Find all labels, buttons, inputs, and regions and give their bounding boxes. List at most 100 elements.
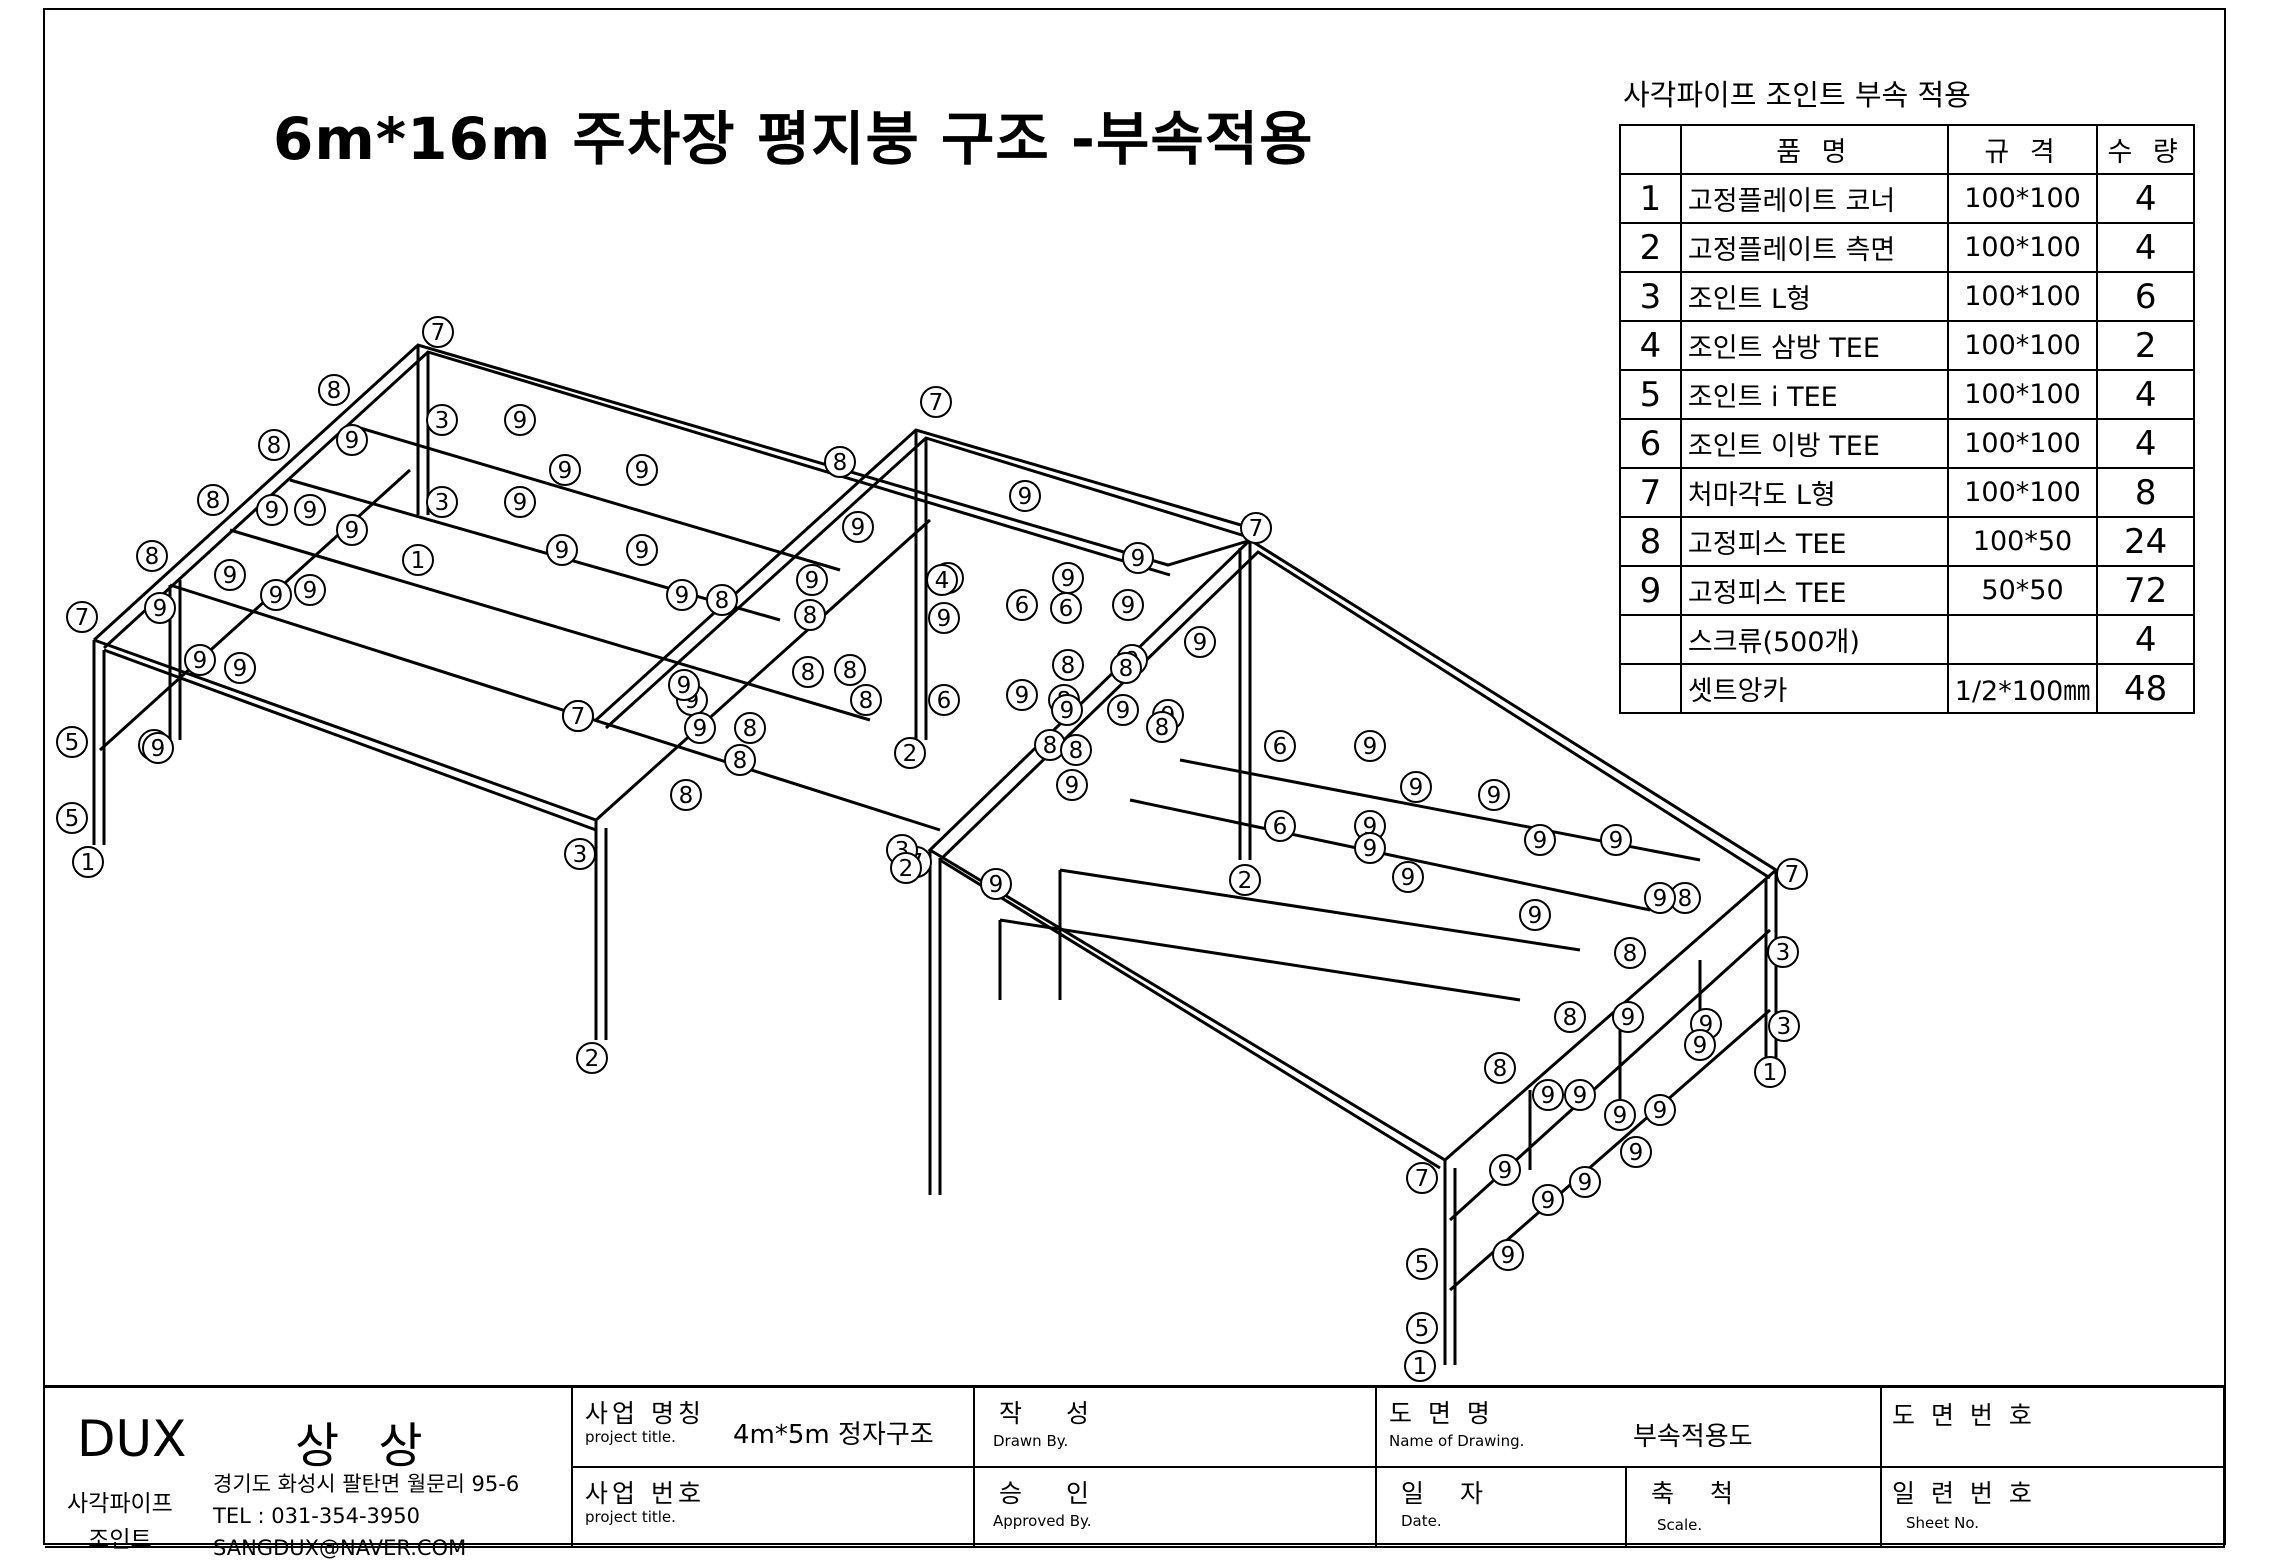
part-callout: 9 <box>1620 1136 1652 1168</box>
callout-circle <box>136 540 168 572</box>
callout-number: 9 <box>223 563 238 589</box>
callout-circle <box>576 1042 608 1074</box>
part-callout: 8 <box>792 656 824 688</box>
project-no-sublabel: project title. <box>585 1508 676 1526</box>
callout-number: 8 <box>1155 715 1170 741</box>
part-callout: 1 <box>402 544 434 576</box>
project-name-value: 4m*5m 정자구조 <box>733 1420 934 1450</box>
part-callout: 8 <box>1614 937 1646 969</box>
callout-number: 9 <box>1193 630 1208 656</box>
callout-number: 9 <box>1621 1005 1636 1031</box>
part-callout: 1 <box>1404 1350 1436 1382</box>
callout-number: 9 <box>1609 828 1624 854</box>
callout-number: 9 <box>303 578 318 604</box>
part-callout: 7 <box>1406 1162 1438 1194</box>
part-callout: 9 <box>224 652 256 684</box>
callout-number: 8 <box>1043 733 1058 759</box>
callout-circle <box>834 654 866 686</box>
callout-number: 7 <box>431 320 446 346</box>
part-callout: 9 <box>1122 542 1154 574</box>
callout-number: 9 <box>1363 836 1378 862</box>
part-callout: 1 <box>1754 1056 1786 1088</box>
part-callout: 9 <box>1612 1001 1644 1033</box>
callout-number: 9 <box>1501 1243 1516 1269</box>
callout-circle <box>504 486 536 518</box>
callout-circle <box>1776 858 1808 890</box>
callout-circle <box>1264 810 1296 842</box>
part-callout: 9 <box>1112 589 1144 621</box>
part-callout: 9 <box>260 579 292 611</box>
part-callout: 9 <box>1644 1094 1676 1126</box>
callout-circle <box>1614 937 1646 969</box>
part-callout: 9 <box>1489 1154 1521 1186</box>
part-callout: 1 <box>72 846 104 878</box>
callout-circle <box>1532 1079 1564 1111</box>
drawing-sheet-border <box>43 8 2226 1545</box>
callout-circle <box>260 579 292 611</box>
callout-number: 2 <box>585 1046 600 1072</box>
parts-cell-spec <box>1946 614 2099 665</box>
callout-number: 9 <box>558 458 573 484</box>
callout-circle <box>564 838 596 870</box>
parts-cell-qty: 2 <box>2096 320 2195 371</box>
callout-number: 6 <box>937 688 952 714</box>
callout-circle <box>197 484 229 516</box>
callout-number: 3 <box>1776 940 1791 966</box>
parts-cell-name: 고정플레이트 측면 <box>1679 222 1949 273</box>
part-callout: 8 <box>824 446 856 478</box>
callout-circle <box>796 564 828 596</box>
part-callout: 3 <box>1768 1010 1800 1042</box>
callout-circle <box>1767 936 1799 968</box>
parts-cell-no: 3 <box>1619 271 1682 322</box>
callout-circle <box>1644 882 1676 914</box>
header-name: 품 명 <box>1679 124 1949 175</box>
part-callout: 3 <box>1767 936 1799 968</box>
parts-cell-spec: 100*100 <box>1946 418 2099 469</box>
callout-circle <box>1107 694 1139 726</box>
parts-cell-spec: 100*100 <box>1946 369 2099 420</box>
callout-circle <box>258 429 290 461</box>
callout-circle <box>1406 1162 1438 1194</box>
part-callout: 9 <box>1564 1079 1596 1111</box>
company-cell: DUX 상 상 사각파이프 조인트 경기도 화성시 팔탄면 월문리 95-6 T… <box>45 1388 573 1560</box>
drawn-by-cell: 작 성 Drawn By. <box>975 1388 1377 1468</box>
callout-circle <box>256 494 288 526</box>
callout-circle <box>294 574 326 606</box>
parts-table-header-row: 품 명 규 격 수 량 <box>1619 124 2195 175</box>
callout-circle <box>549 454 581 486</box>
callout-circle <box>1060 734 1092 766</box>
part-callout: 8 <box>850 684 882 716</box>
parts-cell-qty: 8 <box>2096 467 2195 518</box>
part-callout: 9 <box>214 559 246 591</box>
callout-number: 7 <box>929 390 944 416</box>
parts-cell-name: 고정피스 TEE <box>1679 565 1949 616</box>
callout-circle <box>1110 652 1142 684</box>
callout-number: 5 <box>65 806 80 832</box>
parts-cell-no: 9 <box>1619 565 1682 616</box>
part-callout: 8 <box>794 599 826 631</box>
callout-number: 8 <box>1061 653 1076 679</box>
callout-number: 9 <box>1528 903 1543 929</box>
callout-number: 9 <box>1541 1083 1556 1109</box>
parts-cell-spec: 100*100 <box>1946 467 2099 518</box>
part-callout: 5 <box>56 726 88 758</box>
callout-number: 9 <box>1401 865 1416 891</box>
callout-circle <box>426 486 458 518</box>
callout-circle <box>1050 592 1082 624</box>
part-callout: 2 <box>576 1042 608 1074</box>
callout-number: 9 <box>675 583 690 609</box>
callout-number: 9 <box>555 538 570 564</box>
callout-circle <box>1229 864 1261 896</box>
parts-cell-qty: 4 <box>2096 369 2195 420</box>
part-callout: 8 <box>734 712 766 744</box>
part-callout: 5 <box>1406 1312 1438 1344</box>
parts-cell-qty: 4 <box>2096 173 2195 224</box>
callout-number: 9 <box>1061 566 1076 592</box>
callout-circle <box>842 511 874 543</box>
part-callout: 9 <box>796 564 828 596</box>
parts-cell-name: 조인트 i TEE <box>1679 369 1949 420</box>
callout-number: 8 <box>833 450 848 476</box>
part-callout: 7 <box>66 601 98 633</box>
